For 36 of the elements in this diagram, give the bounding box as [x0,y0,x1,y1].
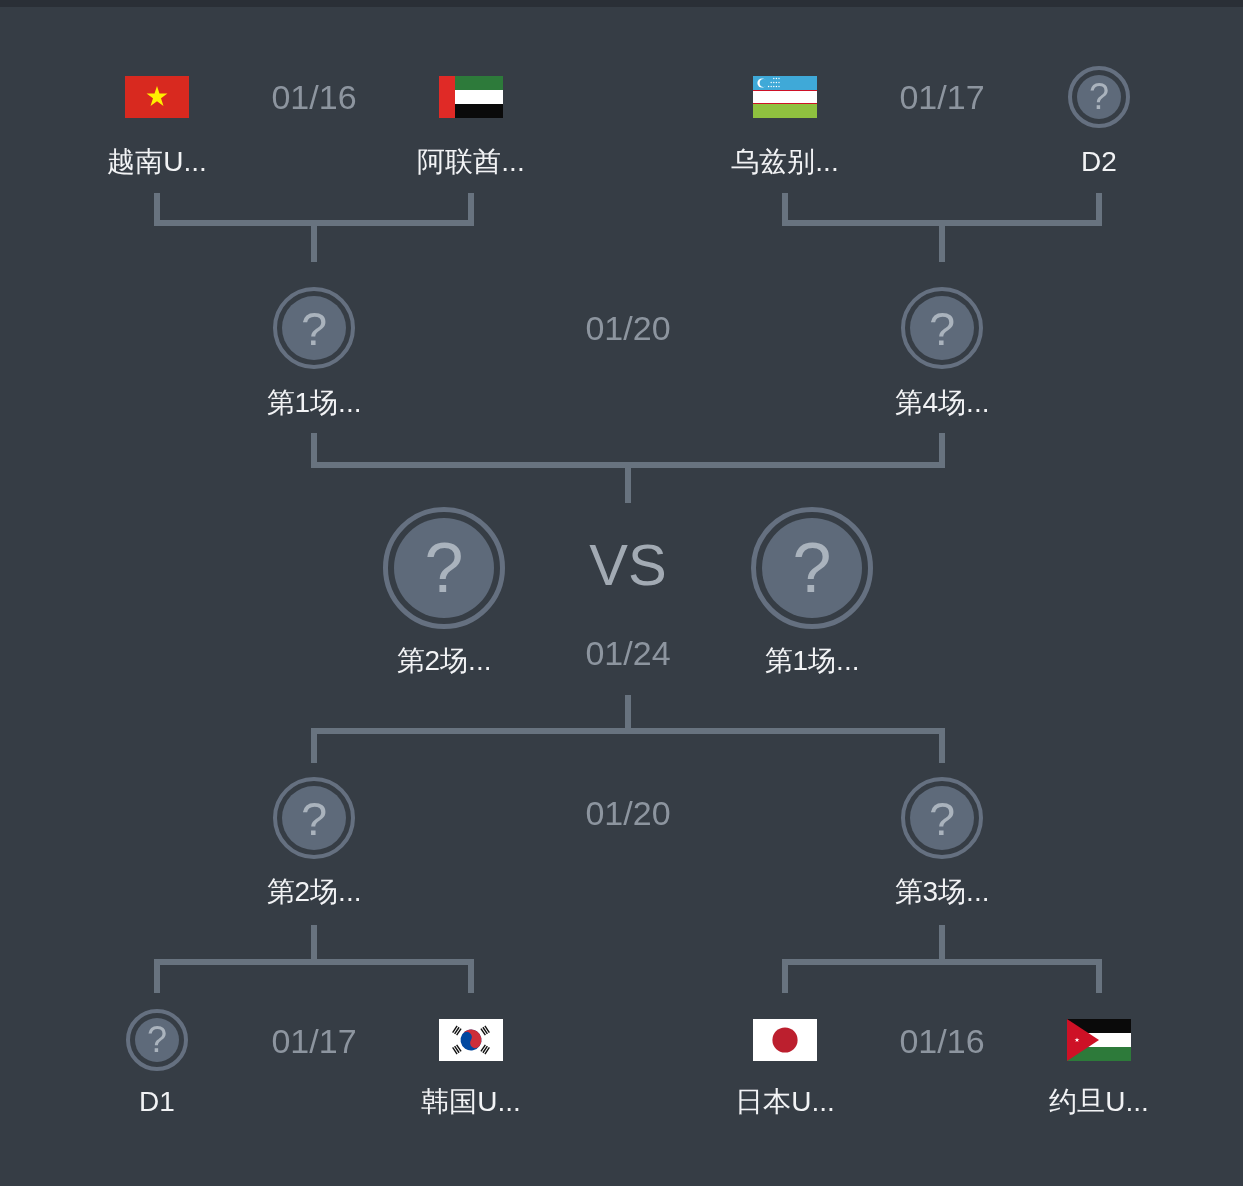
team-name: D1 [139,1088,175,1116]
bracket-line [939,193,1102,262]
placeholder-circle: ? [901,777,983,859]
team-name: 第1场... [266,389,362,417]
bracket-line [625,433,945,503]
team-name: 第2场... [396,647,492,675]
placeholder-circle: ? [751,507,873,629]
placeholder-circle: ? [1068,66,1130,128]
vs-label: VS [589,536,667,594]
team-name: 第1场... [764,647,860,675]
date-label: 01/17 [899,80,985,114]
team-name: 日本U... [735,1088,835,1116]
date-label: 01/16 [271,80,357,114]
bracket-line [311,193,474,262]
date-label: 01/20 [585,311,671,345]
team-name: 第2场... [266,878,362,906]
date-label: 01/16 [899,1024,985,1058]
placeholder-circle: ? [383,507,505,629]
team-name: 越南U... [107,148,207,176]
bracket-line [939,925,1102,993]
date-label: 01/17 [271,1024,357,1058]
team-name: D2 [1081,148,1117,176]
team-name: 乌兹别... [731,148,839,176]
bracket-line [311,925,474,993]
team-name: 第3场... [894,878,990,906]
team-name: 阿联酋... [417,148,525,176]
team-name: 第4场... [894,389,990,417]
placeholder-circle: ? [901,287,983,369]
bracket-line [625,695,945,763]
placeholder-circle: ? [273,287,355,369]
team-name: 韩国U... [421,1088,521,1116]
placeholder-circle: ? [126,1009,188,1071]
team-name: 约旦U... [1049,1088,1149,1116]
date-label: 01/20 [585,796,671,830]
placeholder-circle: ? [273,777,355,859]
date-label: 01/24 [585,636,671,670]
